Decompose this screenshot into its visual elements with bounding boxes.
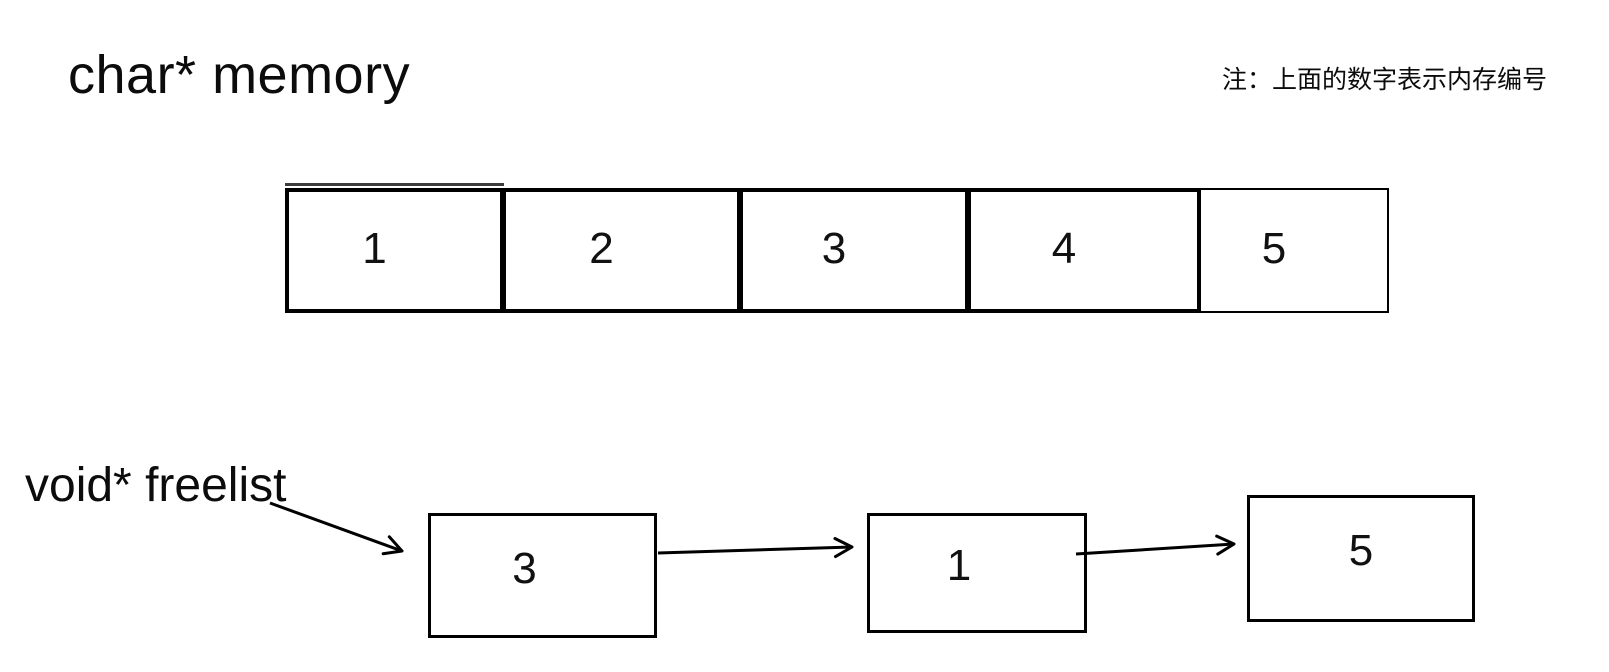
memory-cell-3: 3 (739, 188, 969, 313)
memory-cell-label: 2 (589, 223, 614, 273)
freelist-label: void* freelist (25, 459, 287, 512)
freelist-node-1: 1 (867, 513, 1087, 633)
memory-cell-5: 5 (1199, 188, 1389, 313)
memory-cell-label: 1 (362, 223, 387, 273)
page-title: char* memory (68, 45, 411, 105)
freelist-node-label: 1 (946, 541, 972, 590)
freelist-node-5: 5 (1247, 495, 1475, 622)
memory-cell-label: 4 (1051, 223, 1077, 273)
arrow-label-to-node3 (269, 501, 404, 556)
memory-cell-4: 4 (967, 188, 1201, 313)
memory-cell-label: 3 (821, 223, 847, 273)
freelist-node-label: 5 (1348, 525, 1374, 575)
annotation-note: 注：上面的数字表示内存编号 (1221, 66, 1547, 94)
memory-cell-2: 2 (502, 188, 741, 313)
memory-cell-label: 5 (1261, 223, 1287, 273)
memory-cell-1: 1 (285, 183, 504, 313)
arrow-node1-to-node5 (1075, 534, 1236, 556)
arrow-node3-to-node1 (657, 537, 854, 559)
freelist-node-3: 3 (428, 513, 657, 638)
freelist-node-label: 3 (512, 543, 537, 593)
memory-array: 1 2 3 4 5 (285, 183, 1389, 313)
